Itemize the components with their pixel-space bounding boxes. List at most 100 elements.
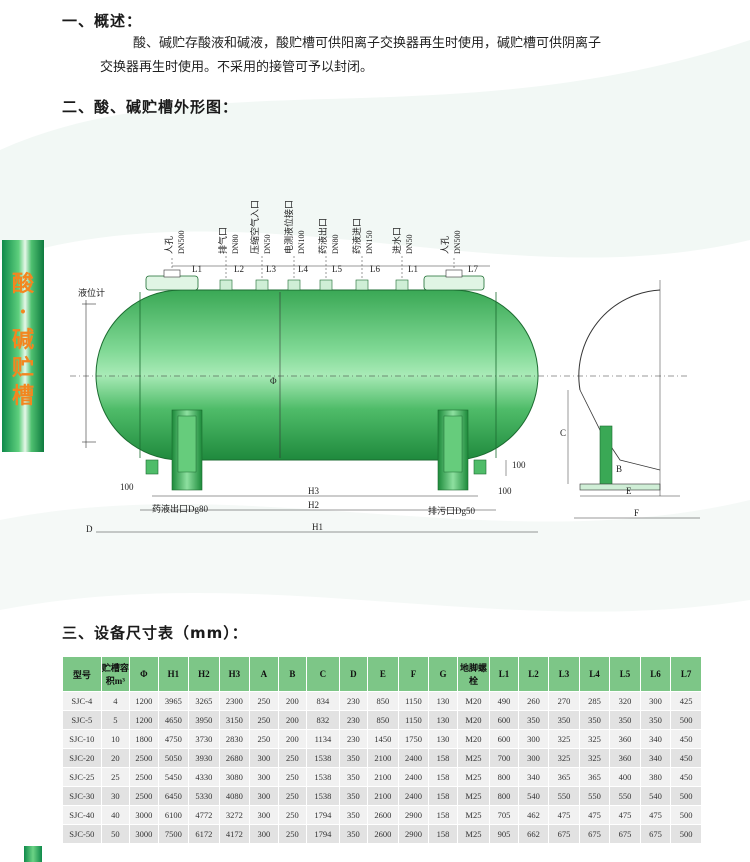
table-cell: 500 <box>670 786 702 806</box>
table-cell: 350 <box>338 767 369 787</box>
diameter-label: Φ <box>270 376 277 386</box>
table-cell: 4 <box>100 691 131 711</box>
table-cell: 260 <box>517 691 550 711</box>
table-cell: 3150 <box>218 710 251 730</box>
spacing-label-2: L2 <box>234 264 244 274</box>
table-cell: 2600 <box>367 824 399 844</box>
spacing-label-3: L3 <box>266 264 276 274</box>
table-cell: 230 <box>338 710 369 730</box>
outlet-left-label: 药液出口Dg80 <box>152 503 208 514</box>
table-cell: 3930 <box>188 748 220 768</box>
table-cell: M25 <box>456 767 491 787</box>
table-cell: 40 <box>100 805 131 825</box>
table-cell: 4172 <box>218 824 251 844</box>
table-cell: 2100 <box>367 748 399 768</box>
table-cell: 380 <box>639 767 672 787</box>
table-cell: 850 <box>367 691 399 711</box>
table-cell: 50 <box>100 824 131 844</box>
table-cell: 1538 <box>306 786 340 806</box>
table-cell: 600 <box>489 729 519 749</box>
dim-h3: H3 <box>308 486 319 496</box>
table-header-cell: H3 <box>218 656 251 692</box>
table-cell: 475 <box>548 805 580 825</box>
table-cell: 2100 <box>367 767 399 787</box>
table-cell: 705 <box>489 805 519 825</box>
nozzle-spec-6: DN150 <box>365 230 374 254</box>
table-cell: 10 <box>100 729 131 749</box>
table-cell: 550 <box>609 786 641 806</box>
side-char-4: 贮 <box>11 355 34 381</box>
table-cell: 2900 <box>397 824 430 844</box>
side-banner-text: 酸 · 碱 贮 槽 <box>2 270 44 410</box>
table-cell: 360 <box>609 748 641 768</box>
table-cell: 1794 <box>306 805 340 825</box>
table-cell: 6172 <box>188 824 220 844</box>
table-cell: 300 <box>639 691 672 711</box>
table-header-cell: B <box>277 656 308 692</box>
table-cell: 1134 <box>306 729 340 749</box>
table-cell: 2400 <box>397 767 430 787</box>
table-cell: 130 <box>428 710 458 730</box>
table-cell: SJC-4 <box>62 691 102 711</box>
table-header-cell: L3 <box>548 656 580 692</box>
table-cell: 20 <box>100 748 131 768</box>
table-cell: 462 <box>517 805 550 825</box>
table-cell: 3265 <box>188 691 220 711</box>
table-cell: 2400 <box>397 748 430 768</box>
nozzle-spec-7: DN50 <box>405 234 414 254</box>
table-cell: 1794 <box>306 824 340 844</box>
table-cell: M20 <box>456 691 491 711</box>
table-cell: 4330 <box>188 767 220 787</box>
table-cell: 158 <box>428 786 458 806</box>
table-cell: 2300 <box>218 691 251 711</box>
table-header-cell: 型号 <box>62 656 102 692</box>
table-cell: 675 <box>609 824 641 844</box>
table-cell: 2680 <box>218 748 251 768</box>
table-cell: 350 <box>609 710 641 730</box>
table-cell: 832 <box>306 710 340 730</box>
nozzle-spec-1: DN500 <box>177 230 186 254</box>
nozzle-label-4: 电测液位接口 <box>283 200 294 254</box>
table-cell: 2500 <box>129 767 159 787</box>
table-cell: 300 <box>249 824 279 844</box>
table-cell: 4772 <box>188 805 220 825</box>
table-cell: 5450 <box>157 767 190 787</box>
dim-c: C <box>560 428 566 438</box>
table-cell: 834 <box>306 691 340 711</box>
nozzle-spec-5: DN80 <box>331 234 340 254</box>
table-cell: 675 <box>548 824 580 844</box>
table-cell: 450 <box>670 729 702 749</box>
table-cell: 3950 <box>188 710 220 730</box>
table-cell: 3965 <box>157 691 190 711</box>
table-header-cell: 地脚螺栓 <box>456 656 491 692</box>
table-cell: 800 <box>489 767 519 787</box>
table-cell: SJC-40 <box>62 805 102 825</box>
table-cell: 3000 <box>129 805 159 825</box>
table-cell: 3272 <box>218 805 251 825</box>
side-char-3: 碱 <box>11 327 34 353</box>
section-diagram-heading: 二、酸、碱贮槽外形图： <box>62 98 239 116</box>
spacing-label-4: L4 <box>298 264 308 274</box>
table-cell: 6100 <box>157 805 190 825</box>
table-cell: SJC-10 <box>62 729 102 749</box>
table-cell: 2500 <box>129 786 159 806</box>
overview-paragraph-line2: 交换器再生时使用。不采用的接管可予以封闭。 <box>100 60 374 75</box>
dim-100-right: 100 <box>498 486 512 496</box>
section-table-heading: 三、设备尺寸表（mm）： <box>62 624 248 642</box>
table-cell: 365 <box>548 767 580 787</box>
nozzle-label-2: 排气口 <box>217 227 228 254</box>
side-char-5: 槽 <box>11 383 34 409</box>
table-header-cell: H2 <box>188 656 220 692</box>
nozzle-labels: 人孔 DN500 排气口 DN80 压缩空气入口 DN50 电测液位接口 DN1… <box>164 200 462 254</box>
dim-100-left: 100 <box>120 482 134 492</box>
dim-h1: H1 <box>312 522 323 532</box>
table-cell: M25 <box>456 805 491 825</box>
table-cell: 25 <box>100 767 131 787</box>
table-cell: 320 <box>609 691 641 711</box>
tank-diagram: 人孔 DN500 排气口 DN80 压缩空气入口 DN50 电测液位接口 DN1… <box>70 200 700 534</box>
